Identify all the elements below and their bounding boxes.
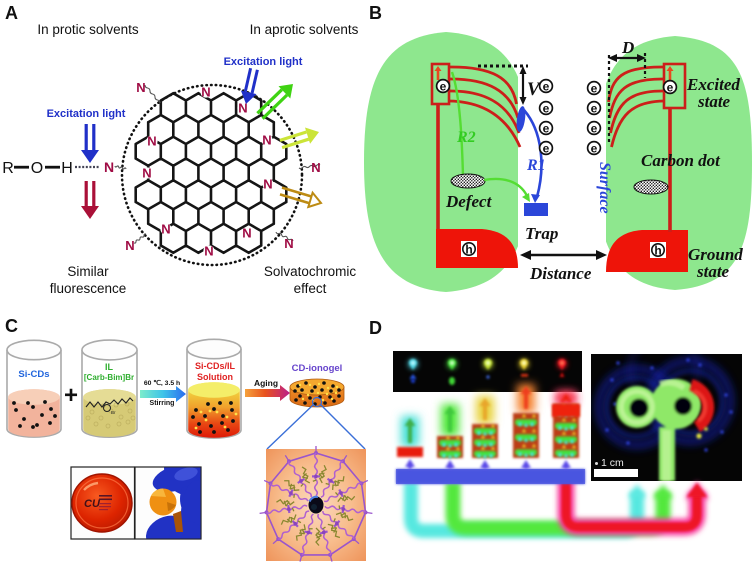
svg-text:e: e <box>440 79 447 93</box>
svg-text:1 cm: 1 cm <box>601 457 624 469</box>
svg-text:N: N <box>125 238 134 253</box>
svg-text:V: V <box>527 79 541 100</box>
svg-text:Solution: Solution <box>197 372 233 382</box>
svg-text:Excitation light: Excitation light <box>47 108 126 120</box>
svg-text:state: state <box>697 92 731 111</box>
svg-text:e: e <box>543 121 550 135</box>
svg-text:N: N <box>263 177 272 192</box>
svg-text:Carbon dot: Carbon dot <box>641 151 721 170</box>
svg-text:N: N <box>104 159 114 175</box>
svg-text:N: N <box>147 134 156 149</box>
svg-text:Solvatochromic: Solvatochromic <box>264 264 357 279</box>
svg-text:Defect: Defect <box>445 192 493 211</box>
svg-text:e: e <box>591 101 598 115</box>
svg-text:N: N <box>284 236 293 251</box>
svg-text:D: D <box>621 38 634 57</box>
svg-text:effect: effect <box>294 281 327 296</box>
svg-text:N: N <box>238 101 247 116</box>
svg-text:O: O <box>31 160 43 177</box>
svg-text:e: e <box>591 141 598 155</box>
svg-text:Aging: Aging <box>254 378 278 388</box>
svg-text:CU: CU <box>84 498 101 510</box>
svg-text:D: D <box>369 318 382 338</box>
svg-text:e: e <box>543 101 550 115</box>
svg-text:CD-ionogel: CD-ionogel <box>292 363 343 374</box>
svg-text:[Carb-Bim]Br: [Carb-Bim]Br <box>84 373 134 382</box>
svg-text:A: A <box>5 3 18 23</box>
svg-text:60 ℃, 3.5 h: 60 ℃, 3.5 h <box>144 379 180 387</box>
svg-text:N: N <box>142 166 151 181</box>
svg-text:Si-CDs: Si-CDs <box>18 369 49 380</box>
svg-text:N: N <box>311 160 320 175</box>
svg-text:Trap: Trap <box>525 224 558 243</box>
svg-text:B: B <box>369 3 382 23</box>
svg-text:R2: R2 <box>456 129 476 146</box>
svg-text:H: H <box>61 160 73 177</box>
svg-text:In protic solvents: In protic solvents <box>37 22 139 37</box>
svg-text:e: e <box>591 121 598 135</box>
svg-text:h: h <box>465 243 472 257</box>
svg-text:N: N <box>136 80 145 95</box>
svg-text:IL: IL <box>105 362 114 372</box>
svg-text:In aprotic solvents: In aprotic solvents <box>250 22 359 37</box>
svg-text:N: N <box>242 226 251 241</box>
svg-text:fluorescence: fluorescence <box>50 281 127 296</box>
svg-text:Similar: Similar <box>67 264 109 279</box>
svg-text:state: state <box>696 262 730 281</box>
svg-text:+: + <box>64 382 78 409</box>
svg-text:e: e <box>667 80 674 94</box>
svg-text:N: N <box>262 133 271 148</box>
svg-text:Si-CDs/IL: Si-CDs/IL <box>195 361 236 371</box>
svg-text:Ground: Ground <box>688 245 743 264</box>
svg-text:Excited: Excited <box>686 75 740 94</box>
svg-text:e: e <box>543 79 550 93</box>
svg-text:C: C <box>5 316 18 336</box>
svg-text:N: N <box>204 244 213 259</box>
svg-text:Excitation light: Excitation light <box>224 56 303 68</box>
svg-text:e: e <box>591 81 598 95</box>
svg-text:Br: Br <box>111 410 116 415</box>
svg-text:R: R <box>2 160 14 177</box>
svg-text:R1: R1 <box>526 157 546 174</box>
svg-text:e: e <box>543 141 550 155</box>
svg-text:h: h <box>654 244 661 258</box>
svg-text:N: N <box>161 222 170 237</box>
svg-text:Surface: Surface <box>596 162 613 214</box>
svg-text:Distance: Distance <box>529 264 592 283</box>
svg-text:N: N <box>201 85 210 100</box>
svg-text:Stirring: Stirring <box>150 400 175 407</box>
